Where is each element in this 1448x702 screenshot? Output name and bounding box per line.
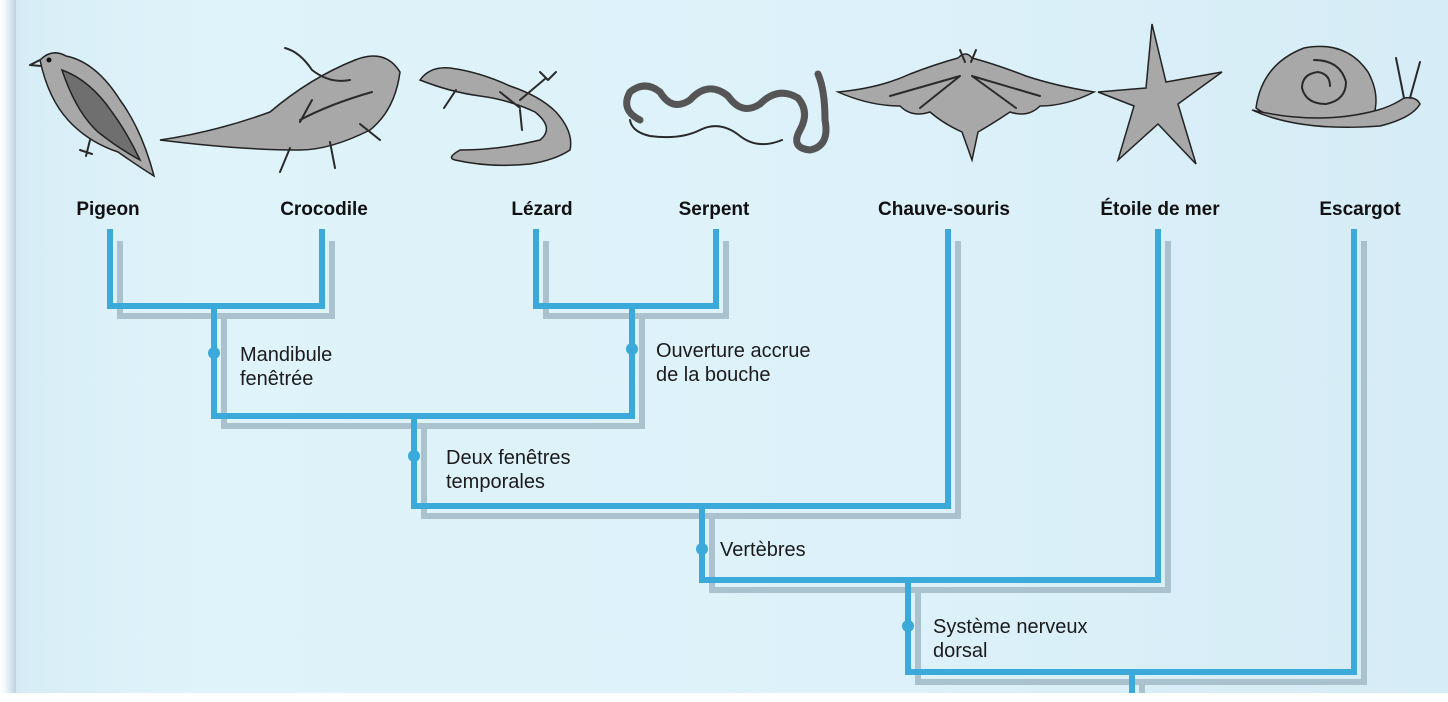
trait-label-mandibule-2: fenêtrée xyxy=(240,368,313,390)
clade-vertebres xyxy=(702,232,1158,580)
clade-bilateria xyxy=(908,232,1354,672)
trait-marker-ouverture xyxy=(626,343,638,355)
bat-icon xyxy=(838,50,1094,160)
trait-marker-mandibule xyxy=(208,347,220,359)
trait-label-ouverture-2: de la bouche xyxy=(656,364,771,386)
species-label-pigeon: Pigeon xyxy=(76,199,139,220)
trait-label-deux-fenetres-1: Deux fenêtres xyxy=(446,447,571,469)
species-label-lezard: Lézard xyxy=(511,199,572,220)
trait-marker-vertebres xyxy=(696,543,708,555)
species-label-etoile-de-mer: Étoile de mer xyxy=(1100,198,1220,220)
species-label-serpent: Serpent xyxy=(679,199,750,220)
page-edge xyxy=(0,693,1448,702)
species-label-crocodile: Crocodile xyxy=(280,199,368,220)
pigeon-icon xyxy=(30,53,154,176)
trait-marker-systeme-nerveux xyxy=(902,620,914,632)
starfish-icon xyxy=(1098,24,1222,164)
species-label-chauve-souris: Chauve-souris xyxy=(878,199,1010,220)
trait-label-vertebres: Vertèbres xyxy=(720,539,806,561)
snail-icon xyxy=(1252,46,1420,127)
crocodile-icon xyxy=(160,48,400,172)
lizard-icon xyxy=(420,68,571,166)
trait-label-ouverture-1: Ouverture accrue xyxy=(656,340,811,362)
trait-label-systeme-nerveux-2: dorsal xyxy=(933,640,987,662)
clade-pigeon-crocodile xyxy=(110,232,322,306)
trait-marker-deux-fenetres xyxy=(408,450,420,462)
species-label-escargot: Escargot xyxy=(1319,199,1401,220)
snake-icon xyxy=(627,74,826,150)
trait-label-systeme-nerveux-1: Système nerveux xyxy=(933,616,1088,638)
trait-label-deux-fenetres-2: temporales xyxy=(446,471,545,493)
trait-label-mandibule-1: Mandibule xyxy=(240,344,332,366)
clade-lezard-serpent xyxy=(536,232,716,306)
